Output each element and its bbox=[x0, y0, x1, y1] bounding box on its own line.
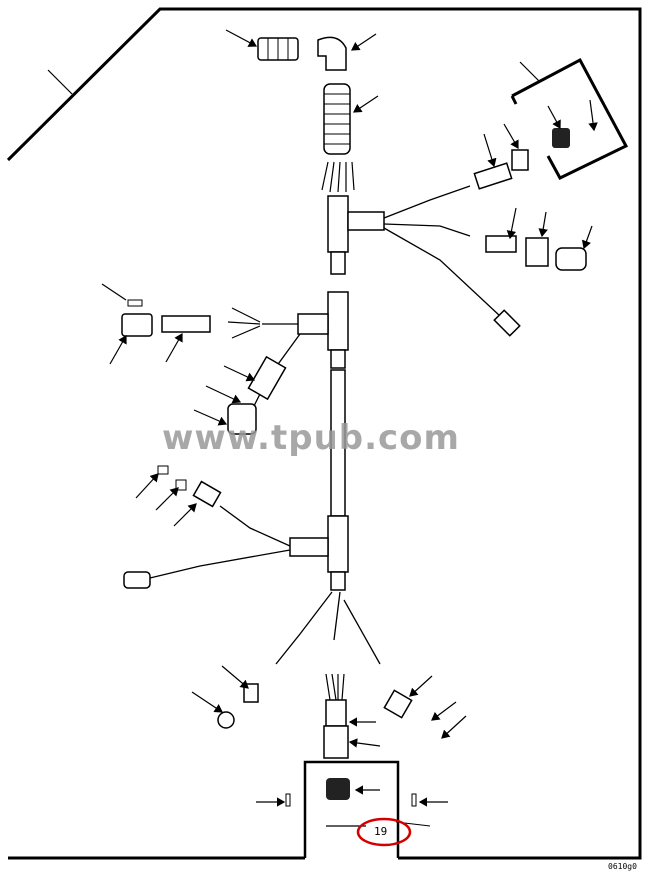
callout-number-label: 19 bbox=[374, 825, 387, 838]
detail-inset-box bbox=[510, 57, 629, 180]
callout-highlight-circle bbox=[356, 817, 412, 847]
bottom-detail-box bbox=[256, 760, 448, 858]
main-frame bbox=[6, 7, 642, 860]
left-branch-upper bbox=[101, 283, 301, 435]
figure-id-label: 0610g0 bbox=[608, 862, 637, 871]
top-connectors bbox=[225, 29, 379, 193]
left-branch-lower bbox=[123, 465, 291, 589]
right-branch-upper bbox=[383, 123, 593, 337]
lower-branches bbox=[191, 591, 467, 748]
frame-pointer-line bbox=[47, 69, 73, 95]
harness-trunk bbox=[289, 195, 385, 759]
watermark-text: www.tpub.com bbox=[162, 418, 460, 458]
